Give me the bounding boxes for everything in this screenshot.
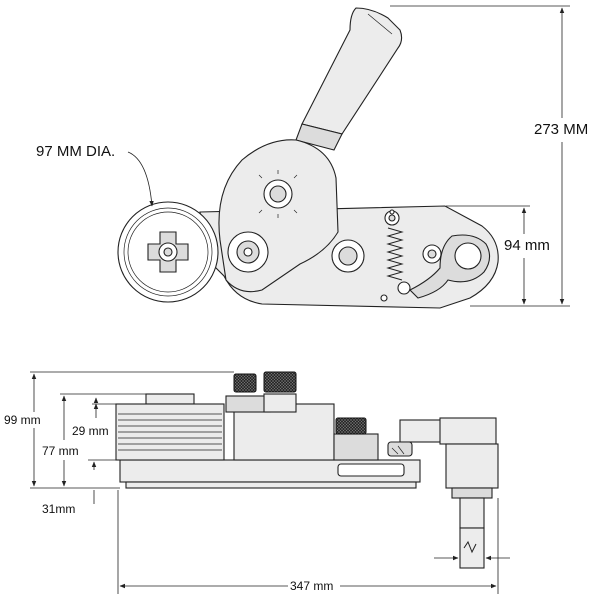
side-slot (337, 463, 405, 477)
top-view (117, 7, 499, 309)
label-roller-height: 29 mm (72, 424, 109, 438)
side-block (233, 403, 335, 461)
side-dimensions (30, 371, 510, 594)
label-roller-diameter: 97 MM DIA. (36, 143, 116, 160)
label-side-height: 99 mm (4, 413, 41, 427)
side-roller-cap (145, 393, 195, 405)
knob-left (233, 373, 257, 393)
label-body-height: 94 mm (504, 237, 550, 254)
knob-mid (263, 371, 297, 393)
handle-lever (301, 7, 403, 135)
label-total-height: 273 MM (534, 121, 589, 138)
label-base-height: 77 mm (42, 444, 79, 458)
tension-spring (384, 210, 411, 295)
handle-collar (295, 123, 343, 151)
label-total-length: 347 mm (290, 579, 334, 593)
side-view (115, 371, 499, 569)
label-foot-height: 31mm (42, 502, 76, 516)
side-shaft (459, 497, 485, 529)
knob-right (335, 417, 367, 435)
top-dimensions (127, 5, 570, 307)
